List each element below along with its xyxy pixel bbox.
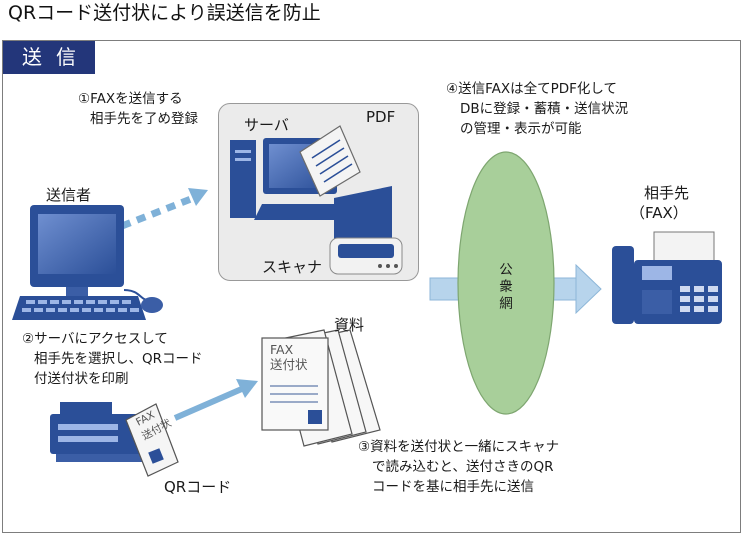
- printer-icon: [50, 402, 152, 462]
- page-title: QRコード送付状により誤送信を防止: [8, 2, 321, 24]
- recipient-label-line1: 相手先: [644, 184, 690, 202]
- arrow-print-to-documents: [173, 379, 258, 421]
- step2-line2: 相手先を選択し、QRコード: [34, 351, 203, 367]
- documents-label: 資料: [334, 316, 365, 334]
- sender-computer-icon: [12, 205, 163, 320]
- step3-line1: ③資料を送付状と一緒にスキャナ: [358, 439, 560, 455]
- step2-line1: ②サーバにアクセスして: [22, 331, 168, 347]
- pdf-document-icon: [299, 125, 361, 197]
- qr-code-label: QRコード: [164, 478, 232, 496]
- documents-stack-icon: [261, 329, 381, 447]
- public-network-label: 公衆網: [499, 262, 513, 312]
- step2-line3: 付送付状を印刷: [34, 371, 129, 387]
- step1-line2: 相手先を了め登録: [90, 111, 198, 127]
- qr-cover-sheet-icon: [125, 403, 179, 477]
- section-tag: 送信: [3, 41, 95, 74]
- recipient-label-line2: （FAX）: [630, 204, 688, 222]
- step4-line3: の管理・表示が可能: [460, 121, 582, 137]
- scanner-icon: [329, 186, 403, 275]
- dotted-arrow-register: [120, 188, 208, 230]
- sender-label: 送信者: [46, 186, 92, 204]
- documents-fax-text: FAX: [270, 342, 294, 357]
- step4-line1: ④送信FAXは全てPDF化して: [446, 81, 618, 97]
- step3-line3: コードを基に相手先に送信: [372, 479, 534, 495]
- scanner-label: スキャナ: [262, 258, 323, 276]
- server-label: サーバ: [244, 116, 289, 134]
- public-network-ellipse: [457, 151, 555, 415]
- fax-machine-icon: [612, 231, 722, 324]
- step1-line1: ①FAXを送信する: [78, 91, 183, 107]
- documents-cover-text: 送付状: [270, 357, 308, 372]
- diagram-frame: [2, 40, 741, 533]
- step4-line2: DBに登録・蓄積・送信状況: [460, 101, 629, 117]
- pdf-label: PDF: [366, 108, 396, 126]
- step3-line2: で読み込むと、送付さきのQR: [372, 459, 554, 475]
